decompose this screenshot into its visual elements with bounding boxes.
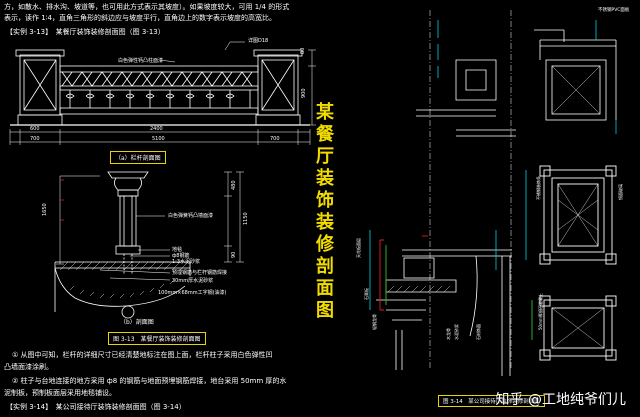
right-page: 不锈钢PVC面板 天花板面层 石膏板 轻钢龙骨 木龙骨 水泥砂浆 石材饰面 50… (326, 0, 640, 417)
label-mortar: 1:3水泥砂浆 (172, 259, 201, 265)
title-char: 剖 (316, 256, 334, 277)
paragraph-2-line-1: ② 柱子与台地连接的地方采用 ф8 的钢筋与地面预埋钢筋焊接，地台采用 50mm… (12, 377, 287, 385)
figure-caption-3-14: 图 3-14 某公司接待厅装饰装修剖面图 (438, 395, 545, 407)
example-heading-3-13: 【实例 3-13】 某餐厅装饰装修剖面图（图 3-13） (6, 28, 165, 36)
example-heading-3-14: 【实例 3-14】 某公司接待厅装饰装修剖面图（图 3-14） (6, 403, 186, 411)
paragraph-1-line-1: ① 从图中可知，栏杆的详细尺寸已经清楚地标注在图上面，栏杆柱子采用白色弹性凹 (12, 351, 273, 359)
label-steel-keel: 轻钢龙骨 (372, 314, 377, 330)
intro-line-2: 表示，读作 1∶4，直角三角形的斜边应与坡度平行，直角边上的数字表示坡度的高宽比… (4, 14, 276, 22)
label-floor: 地毯 (172, 247, 183, 253)
caption-b: （b）剖面图 (120, 319, 154, 326)
detail-ref-label: 详图D18 (248, 38, 269, 44)
label-rebar: ф8钢筋 (172, 253, 190, 259)
label-cement-mortar: 水泥砂浆 (454, 324, 459, 340)
dim-480: 480 (231, 180, 237, 190)
label-steel-anchor: 预埋钢筋与栏杆钢筋焊接 (172, 270, 228, 276)
dim-700-right: 700 (270, 136, 280, 142)
figure-caption-3-13: 图 3-13 某餐厅装饰装修剖面图 (108, 332, 206, 345)
label-steel-trim: 不锈钢装饰条 (536, 176, 541, 200)
label-floor-steel: 100mm×68mm工字钢(油漆) (158, 290, 227, 296)
title-char: 饰 (316, 190, 334, 211)
railing-note-label: 白色弹性钙凸柱面漆 (118, 58, 164, 64)
dim-2400: 2400 (150, 126, 163, 132)
paragraph-2-line-2: 泥制板，预制板面层采用地毯铺设。 (4, 389, 116, 397)
dim-900: 900 (301, 88, 307, 98)
title-char: 餐 (316, 124, 334, 145)
dim-80: 80 (300, 47, 306, 54)
dim-600: 600 (30, 126, 40, 132)
left-page: 方，如散水、排水沟、坡道等，也可用此方式表示其坡度）。如果坡度较大，可用 1/4… (4, 3, 316, 411)
title-char: 图 (316, 300, 334, 321)
label-pvc-panel: 不锈钢PVC面板 (598, 8, 630, 13)
dim-1150: 1150 (243, 212, 249, 225)
title-char: 某 (316, 102, 334, 123)
label-top-finish: 白色弹簧钙凸墙面漆 (168, 213, 214, 219)
label-ceiling-finish: 天花板面层 (356, 238, 361, 258)
dim-90: 90 (231, 251, 237, 258)
dim-700-left: 700 (30, 136, 40, 142)
page-gutter (322, 0, 326, 417)
title-char: 装 (316, 212, 334, 233)
dim-1650: 1650 (42, 203, 48, 216)
title-char: 装 (316, 168, 334, 189)
label-wood-keel: 木龙骨 (446, 328, 451, 340)
zhihu-watermark: 知乎 @工地纯爷们儿 (495, 392, 626, 408)
intro-line-1: 方，如散水、排水沟、坡道等，也可用此方式表示其坡度）。如果坡度较大，可用 1/4… (4, 3, 290, 11)
caption-a: （a）栏杆剖面图 (110, 151, 166, 164)
railing-elevation-drawing (9, 41, 316, 319)
label-slab: 30mm厚水泥砂浆 (172, 278, 214, 284)
label-concrete-layer: 50mm厚细石混凝土 (538, 293, 543, 330)
title-char: 修 (316, 234, 334, 255)
label-gypsum-board: 石膏板 (364, 288, 369, 300)
vertical-title: 某 餐 厅 装 饰 装 修 剖 面 图 (311, 102, 339, 322)
title-char: 厅 (316, 146, 334, 167)
reception-hall-section-drawing (369, 10, 617, 376)
dim-5100: 5100 (152, 136, 165, 142)
label-mirror-glass: 镜面玻璃 (618, 184, 623, 200)
title-char: 面 (316, 278, 334, 299)
paragraph-1-line-2: 凸墙面漆涂刷。 (4, 363, 53, 371)
label-stone-finish: 石材饰面 (476, 324, 481, 340)
